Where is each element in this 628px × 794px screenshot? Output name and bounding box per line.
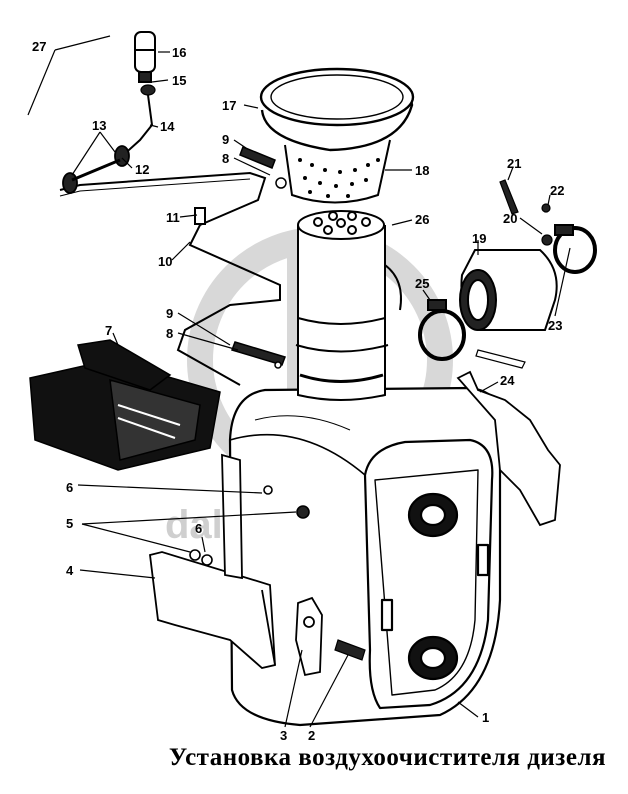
- callout-24: 24: [500, 373, 515, 388]
- leader-lines: [27, 35, 571, 728]
- callout-9b: 9: [166, 306, 173, 321]
- callout-22: 22: [550, 183, 564, 198]
- nut-part-15: [140, 84, 156, 96]
- bolt-part-2: [334, 639, 366, 661]
- housing-part-1: [228, 386, 502, 727]
- callout-12: 12: [135, 162, 149, 177]
- mounting-plate-part-4: [149, 551, 276, 669]
- sensor-part-12-13: [62, 145, 130, 194]
- callout-10: 10: [158, 254, 172, 269]
- callout-11: 11: [166, 210, 180, 225]
- callout-8a: 8: [222, 151, 229, 166]
- diagram-caption: Установка воздухоочистителя дизеля: [168, 744, 606, 771]
- callout-1: 1: [482, 710, 489, 725]
- bracket-part-24: [456, 370, 561, 527]
- callout-8b: 8: [166, 326, 173, 341]
- callout-9a: 9: [222, 132, 229, 147]
- nuts-part-5-6: [189, 485, 310, 566]
- clamp-part-23: [553, 224, 597, 274]
- callout-numbers: 1 2 3 4 5 6 6 7 8 8 9 9 10 11 12 13 14 1…: [32, 39, 564, 743]
- callout-14: 14: [160, 119, 175, 134]
- strap-part-3: [295, 596, 323, 677]
- side-plate: [221, 453, 243, 580]
- callout-5: 5: [66, 516, 73, 531]
- callout-17: 17: [222, 98, 236, 113]
- callout-15: 15: [172, 73, 186, 88]
- bolts-part-8-9: [231, 146, 287, 369]
- callout-3: 3: [280, 728, 287, 743]
- callout-7: 7: [105, 323, 112, 338]
- clamp-part-25: [418, 299, 466, 361]
- hose-part-14: [119, 94, 154, 159]
- callout-19: 19: [472, 231, 486, 246]
- callout-6b: 6: [195, 521, 202, 536]
- callout-6a: 6: [66, 480, 73, 495]
- callout-13: 13: [92, 118, 106, 133]
- bolts-part-20-22: [475, 179, 553, 369]
- callout-26: 26: [415, 212, 429, 227]
- indicator-part-16: [134, 31, 156, 83]
- callout-21: 21: [507, 156, 521, 171]
- callout-20: 20: [503, 211, 517, 226]
- callout-16: 16: [172, 45, 186, 60]
- grille-part-7: [29, 339, 221, 471]
- tube-part-19: [459, 249, 558, 331]
- callout-23: 23: [548, 318, 562, 333]
- perforated-cup-part-18: [284, 139, 391, 204]
- callout-18: 18: [415, 163, 429, 178]
- callout-27: 27: [32, 39, 46, 54]
- pipe-part-10: [59, 171, 281, 386]
- cap-part-17: [259, 67, 415, 152]
- filter-element-part-26: [295, 210, 402, 401]
- callout-2: 2: [308, 728, 315, 743]
- callout-25: 25: [415, 276, 429, 291]
- callout-4: 4: [66, 563, 74, 578]
